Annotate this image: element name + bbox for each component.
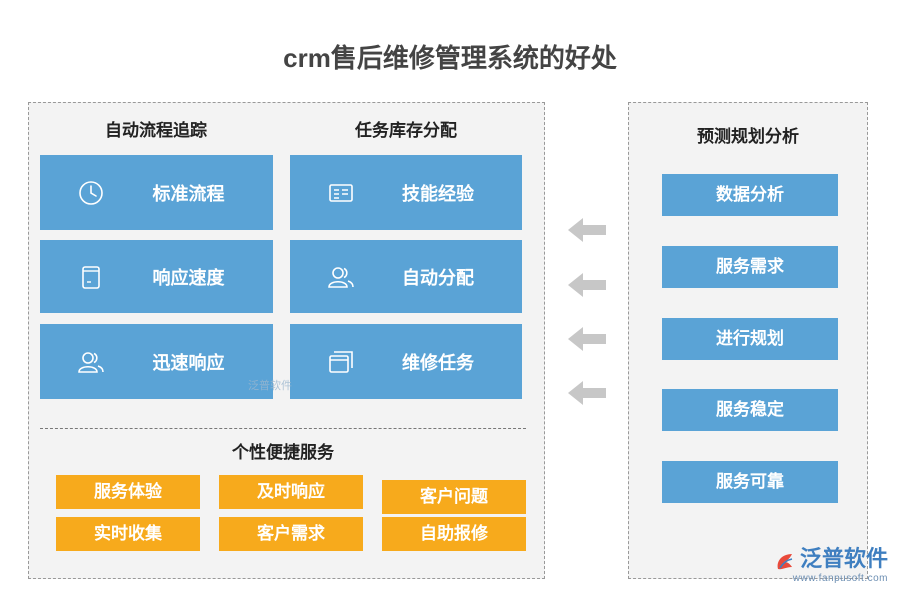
card-label: 自动分配 bbox=[402, 267, 474, 288]
box-service-stability: 服务稳定 bbox=[662, 389, 838, 431]
tag-customer-issue: 客户问题 bbox=[382, 480, 526, 514]
tag-self-service-repair: 自助报修 bbox=[382, 517, 526, 551]
heading-task-allocation: 任务库存分配 bbox=[355, 121, 457, 140]
document-icon bbox=[82, 265, 100, 289]
card-repair-task: 维修任务 bbox=[290, 324, 522, 399]
brand-url: www.fanpusoft.com bbox=[792, 573, 888, 584]
windows-icon bbox=[329, 350, 353, 373]
watermark: 泛普软件 bbox=[248, 380, 292, 392]
heading-forecast-planning: 预测规划分析 bbox=[697, 127, 799, 146]
card-auto-assign: 自动分配 bbox=[290, 240, 522, 313]
tag-service-experience: 服务体验 bbox=[56, 475, 200, 509]
arrow-left-icon bbox=[568, 218, 606, 242]
form-icon bbox=[329, 183, 353, 202]
card-rapid-response: 迅速响应 bbox=[40, 324, 273, 399]
brand-logo: 泛普软件 www.fanpusoft.com bbox=[774, 541, 888, 584]
arrow-left-icon bbox=[568, 327, 606, 351]
card-label: 维修任务 bbox=[402, 352, 474, 373]
users-icon bbox=[78, 351, 104, 373]
box-service-demand: 服务需求 bbox=[662, 246, 838, 288]
card-label: 响应速度 bbox=[152, 267, 225, 288]
card-label: 标准流程 bbox=[152, 183, 225, 204]
card-skill-experience: 技能经验 bbox=[290, 155, 522, 230]
arrow-left-icon bbox=[568, 381, 606, 405]
brand-name: 泛普软件 bbox=[799, 546, 888, 571]
card-label: 迅速响应 bbox=[152, 352, 225, 373]
users-icon bbox=[328, 266, 354, 288]
tag-realtime-collection: 实时收集 bbox=[56, 517, 200, 551]
tag-customer-needs: 客户需求 bbox=[219, 517, 363, 551]
diagram-title: crm售后维修管理系统的好处 bbox=[283, 43, 617, 73]
box-service-reliability: 服务可靠 bbox=[662, 461, 838, 503]
divider bbox=[40, 428, 526, 429]
card-standard-process: 标准流程 bbox=[40, 155, 273, 230]
box-data-analysis: 数据分析 bbox=[662, 174, 838, 216]
heading-auto-process: 自动流程追踪 bbox=[105, 121, 207, 140]
arrow-left-icon bbox=[568, 273, 606, 297]
tag-timely-response: 及时响应 bbox=[219, 475, 363, 509]
clock-icon bbox=[79, 180, 103, 205]
card-response-speed: 响应速度 bbox=[40, 240, 273, 313]
card-label: 技能经验 bbox=[402, 183, 474, 204]
heading-personal-service: 个性便捷服务 bbox=[232, 443, 334, 462]
box-planning: 进行规划 bbox=[662, 318, 838, 360]
brand-mark-icon bbox=[777, 553, 793, 569]
